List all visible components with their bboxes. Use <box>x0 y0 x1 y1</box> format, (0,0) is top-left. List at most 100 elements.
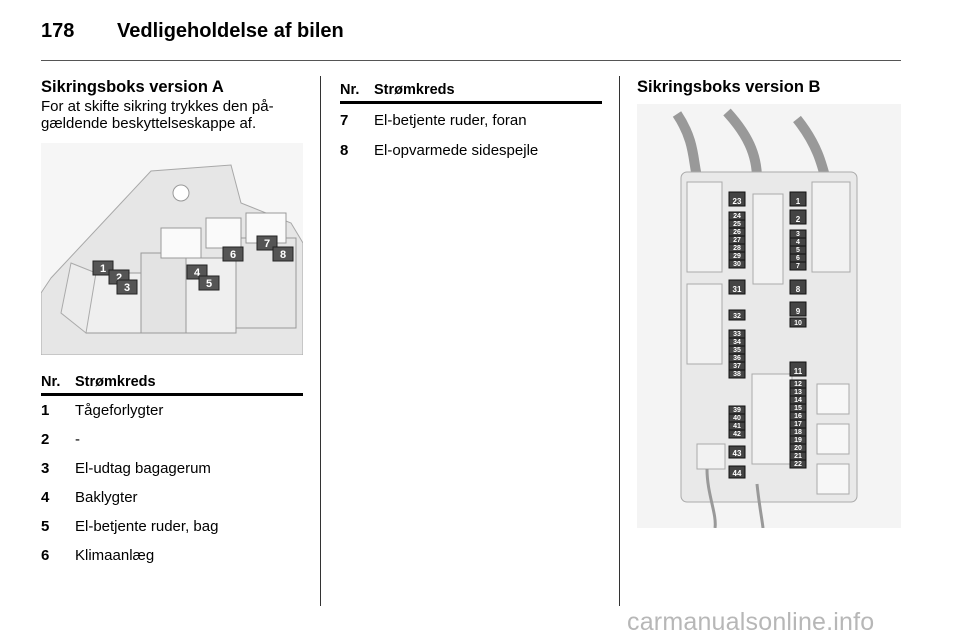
fuse-b-right-label: 17 <box>789 419 807 429</box>
svg-text:21: 21 <box>794 453 802 460</box>
svg-text:1: 1 <box>100 263 106 275</box>
fuse-b-left-label: 36 <box>728 353 746 363</box>
fuse-b-left-label: 39 <box>728 405 746 415</box>
fuse-b-left-label: 38 <box>728 369 746 379</box>
fuse-b-left-label: 35 <box>728 345 746 355</box>
svg-text:4: 4 <box>194 267 201 279</box>
fuse-b-right-label: 13 <box>789 387 807 397</box>
svg-text:18: 18 <box>794 429 802 436</box>
column-divider-1 <box>320 76 321 606</box>
svg-text:7: 7 <box>264 238 270 250</box>
svg-text:2: 2 <box>116 272 122 284</box>
table2-col-circuit: Strømkreds <box>374 82 455 98</box>
page-title: Vedligeholdelse af bilen <box>117 20 344 42</box>
table1-rule <box>41 393 303 396</box>
fuse-b-right-label: 1 <box>789 191 807 207</box>
svg-text:42: 42 <box>733 431 741 438</box>
fuse-b-right-label: 5 <box>789 245 807 255</box>
fuse-b-right-label: 21 <box>789 451 807 461</box>
svg-text:5: 5 <box>796 247 800 254</box>
svg-text:5: 5 <box>206 278 212 290</box>
fuse-b-left-label: 44 <box>728 465 746 479</box>
section-a-intro: For at skifte sikring trykkes den på- gæ… <box>41 98 311 132</box>
svg-text:15: 15 <box>794 405 802 412</box>
svg-text:26: 26 <box>733 229 741 236</box>
fuse-b-right-label: 15 <box>789 403 807 413</box>
fuse-b-left-label: 32 <box>728 309 746 321</box>
svg-text:27: 27 <box>733 237 741 244</box>
fuse-b-right-label: 20 <box>789 443 807 453</box>
svg-text:32: 32 <box>733 313 741 320</box>
svg-text:39: 39 <box>733 407 741 414</box>
fuse-b-left-label: 33 <box>728 329 746 339</box>
svg-text:29: 29 <box>733 253 741 260</box>
fuse-b-right-label: 18 <box>789 427 807 437</box>
fuse-b-right-label: 7 <box>789 261 807 271</box>
fuse-b-left-label: 34 <box>728 337 746 347</box>
page-number: 178 <box>41 20 75 42</box>
svg-text:12: 12 <box>794 381 802 388</box>
svg-text:37: 37 <box>733 363 741 370</box>
watermark: carmanualsonline.info <box>627 608 875 636</box>
fuse-b-left-label: 31 <box>728 279 746 295</box>
column-divider-2 <box>619 76 620 606</box>
header-divider <box>41 60 901 61</box>
fuse-label-7: 7 <box>256 235 278 251</box>
fuse-label-1: 1 <box>92 260 114 276</box>
svg-text:8: 8 <box>280 249 286 261</box>
svg-text:35: 35 <box>733 347 741 354</box>
svg-text:16: 16 <box>794 413 802 420</box>
svg-text:23: 23 <box>733 197 742 206</box>
svg-text:33: 33 <box>733 331 741 338</box>
fuse-label-8: 8 <box>272 246 294 262</box>
fuse-b-right-label: 12 <box>789 379 807 389</box>
svg-text:44: 44 <box>733 469 742 478</box>
svg-text:22: 22 <box>794 461 802 468</box>
fuse-b-left-label: 40 <box>728 413 746 423</box>
fuse-b-right-label: 8 <box>789 279 807 295</box>
fuse-b-left-label: 37 <box>728 361 746 371</box>
svg-text:2: 2 <box>796 215 801 224</box>
table2-header: Nr. Strømkreds <box>340 82 602 100</box>
fuse-b-left-label: 23 <box>728 191 746 207</box>
svg-text:10: 10 <box>794 320 802 327</box>
fuse-label-6: 6 <box>222 246 244 262</box>
svg-text:25: 25 <box>733 221 741 228</box>
svg-text:43: 43 <box>733 449 742 458</box>
fuse-b-left-label: 41 <box>728 421 746 431</box>
fuse-b-right-label: 11 <box>789 361 807 377</box>
table2-col-nr: Nr. <box>340 82 360 98</box>
fuse-b-right-label: 3 <box>789 229 807 239</box>
svg-text:20: 20 <box>794 445 802 452</box>
fuse-label-3: 3 <box>116 279 138 295</box>
fuse-b-right-label: 9 <box>789 301 807 317</box>
svg-text:19: 19 <box>794 437 802 444</box>
svg-text:17: 17 <box>794 421 802 428</box>
section-a-heading: Sikringsboks version A <box>41 78 224 96</box>
intro-line-2: gældende beskyttelseskappe af. <box>41 115 257 132</box>
svg-text:9: 9 <box>796 307 801 316</box>
table1-header: Nr. Strømkreds <box>41 374 303 392</box>
fusebox-a-figure: 1 2 3 4 5 6 7 8 <box>40 143 304 356</box>
svg-text:3: 3 <box>796 231 800 238</box>
svg-text:41: 41 <box>733 423 741 430</box>
svg-text:34: 34 <box>733 339 741 346</box>
svg-text:38: 38 <box>733 371 741 378</box>
fusebox-b-illustration: 2324252627282930313233343536373839404142… <box>637 104 901 529</box>
svg-text:3: 3 <box>124 282 130 294</box>
svg-text:6: 6 <box>796 255 800 262</box>
fuse-b-right-label: 14 <box>789 395 807 405</box>
svg-text:40: 40 <box>733 415 741 422</box>
fuse-b-left-label: 24 <box>728 211 746 221</box>
fuse-b-left-label: 43 <box>728 445 746 459</box>
svg-text:28: 28 <box>733 245 741 252</box>
table1-col-nr: Nr. <box>41 374 61 390</box>
svg-text:31: 31 <box>733 285 742 294</box>
svg-text:7: 7 <box>796 263 800 270</box>
fuse-b-right-label: 4 <box>789 237 807 247</box>
svg-text:14: 14 <box>794 397 802 404</box>
table2-rule <box>340 101 602 104</box>
fusebox-a-illustration: 1 2 3 4 5 6 7 8 <box>40 143 304 356</box>
fuse-b-right-label: 2 <box>789 209 807 225</box>
